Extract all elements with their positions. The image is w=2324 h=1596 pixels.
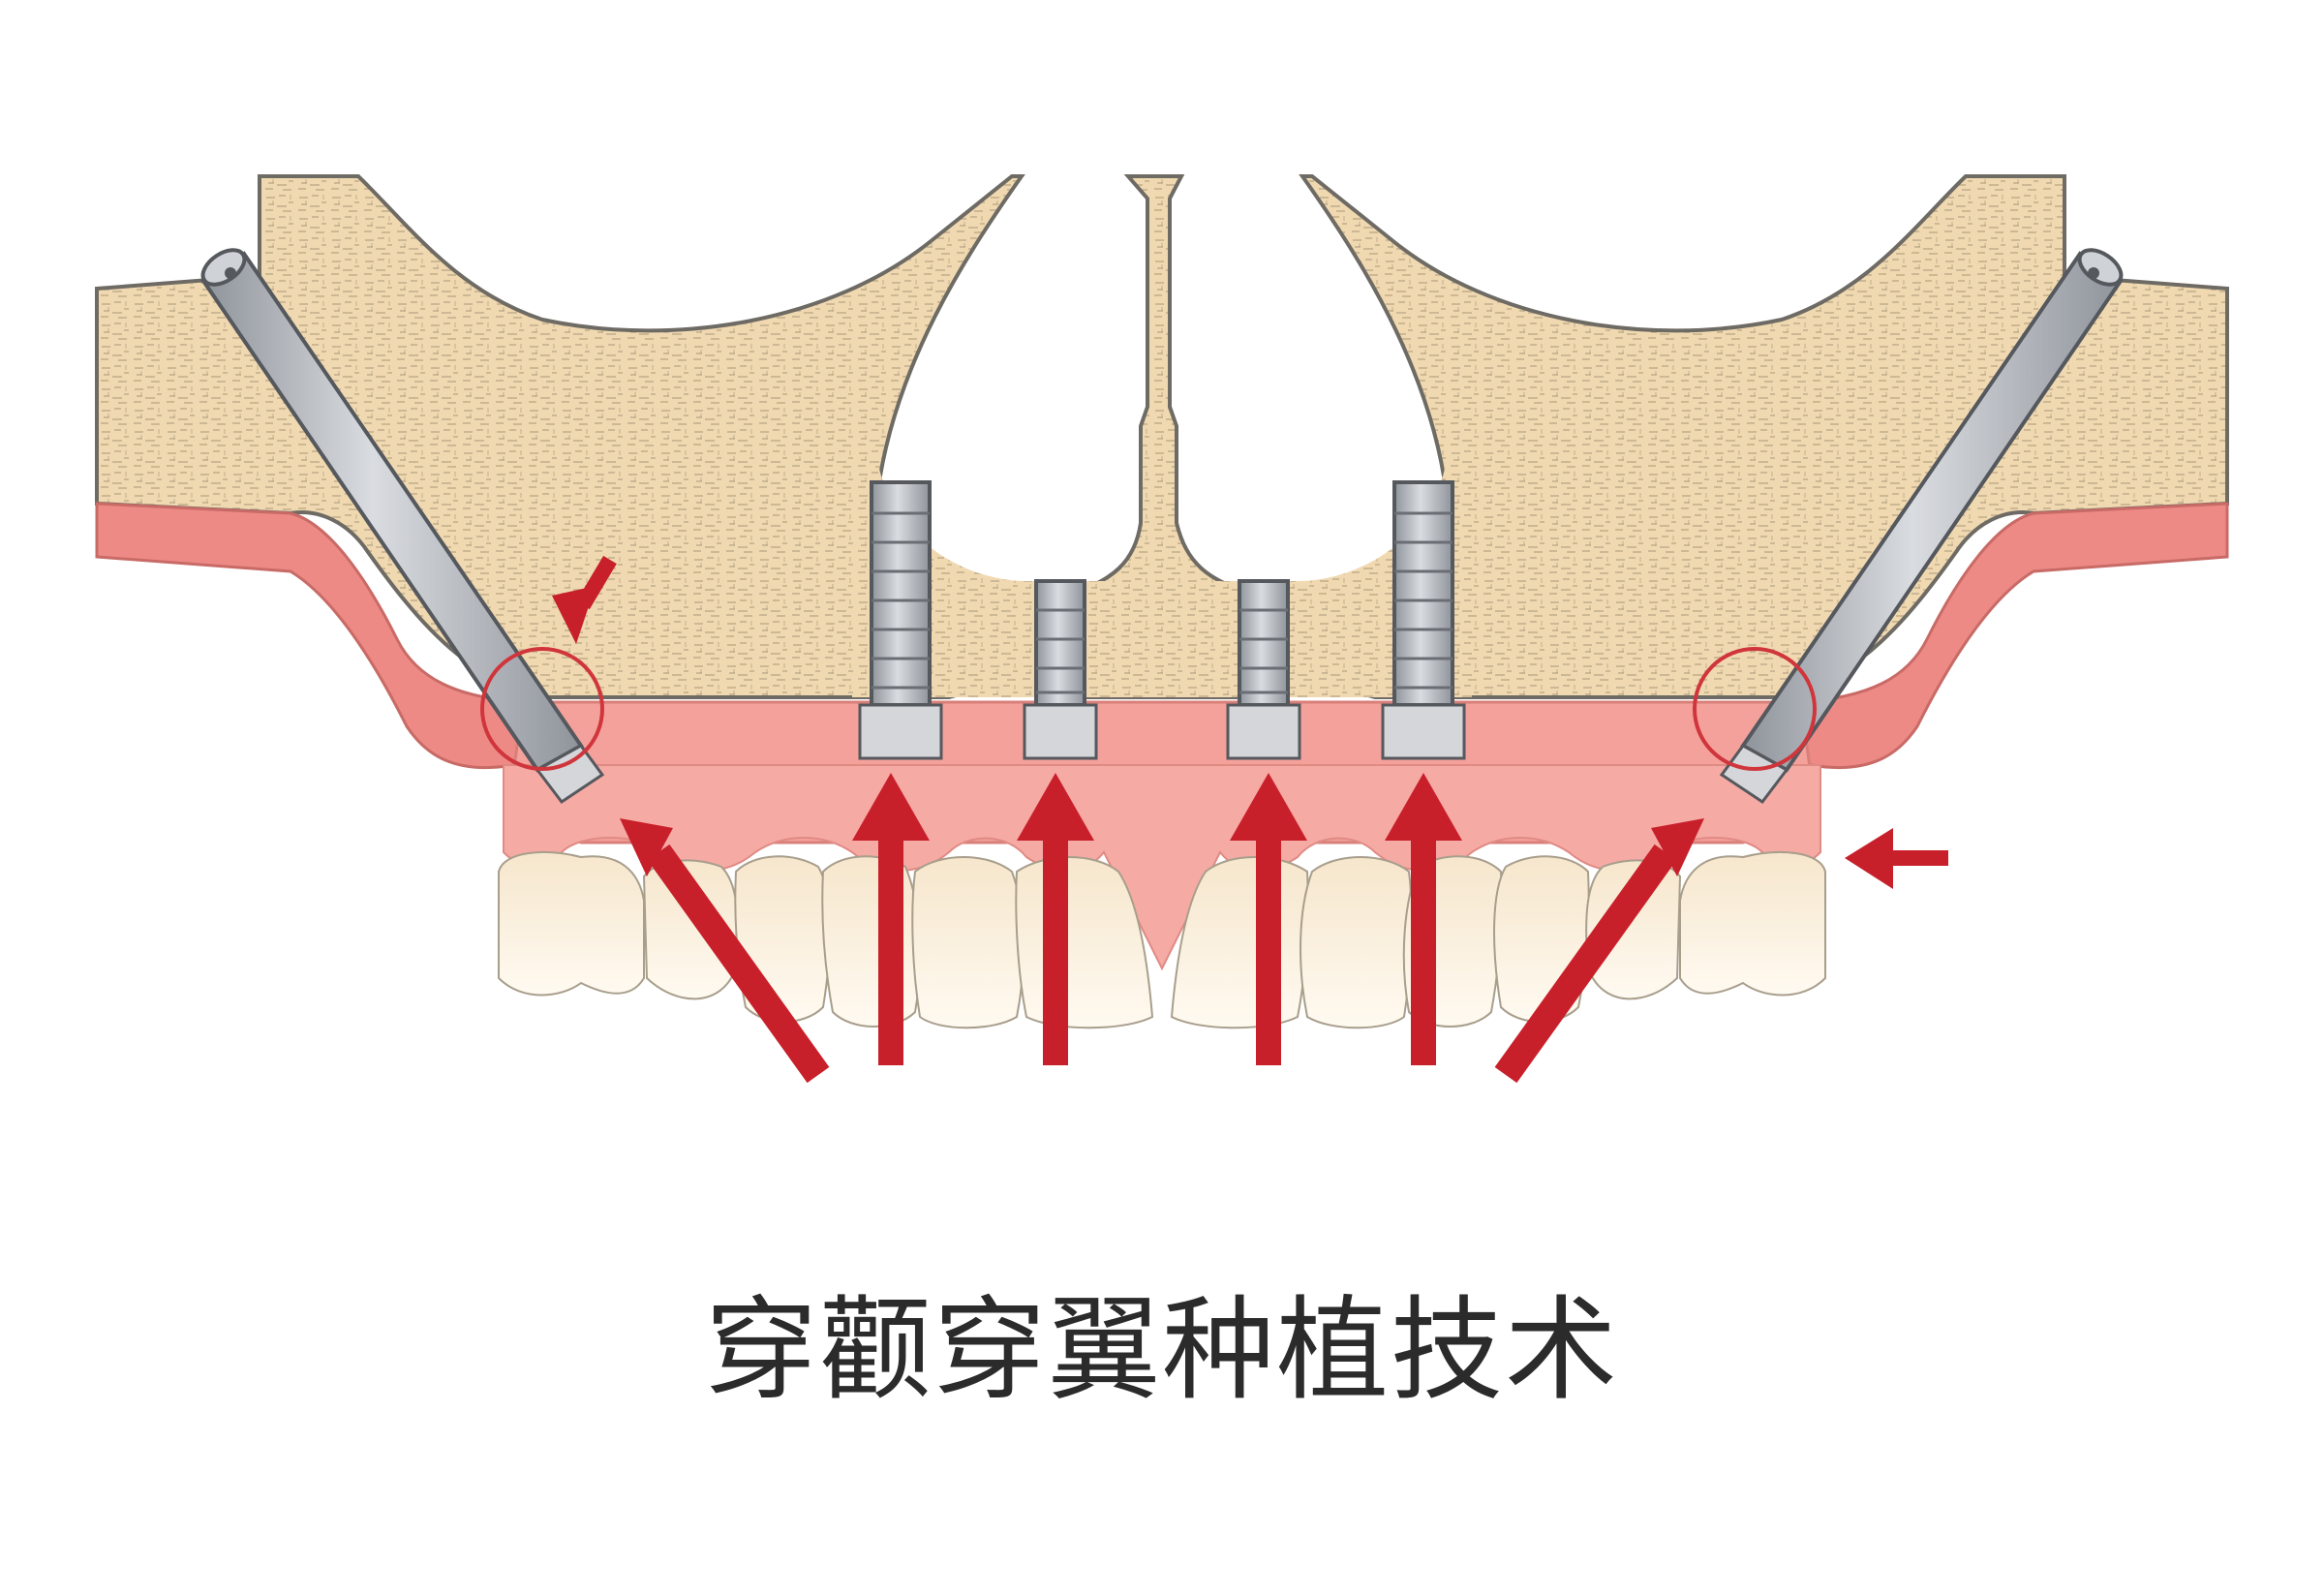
implant-2	[1023, 579, 1098, 760]
tooth	[1300, 856, 1413, 1029]
tooth	[498, 851, 645, 997]
left-zygomatic-bone	[95, 174, 1025, 699]
implants	[200, 248, 2124, 805]
right-highlight-circle	[1693, 647, 1817, 771]
implant-4	[1381, 480, 1466, 760]
maxilla-bone	[95, 174, 2229, 699]
implant-3	[1226, 579, 1301, 760]
right-zygomatic-bone	[1299, 174, 2229, 699]
right-zygomatic-implant	[1719, 248, 2124, 805]
angled-arrow-left	[620, 818, 830, 1084]
teeth-row	[498, 851, 1826, 1029]
vertical-arrow-4	[1385, 773, 1462, 1065]
vertical-arrow-1	[852, 773, 930, 1065]
alveolar-bone-band	[852, 581, 1472, 697]
implant-1	[858, 480, 943, 760]
vertical-arrow-3	[1230, 773, 1307, 1065]
vertical-arrow-2	[1017, 773, 1094, 1065]
tooth	[1679, 851, 1826, 997]
angled-arrow-right	[1494, 818, 1704, 1084]
tooth	[911, 856, 1024, 1029]
pointer-arrow-right	[1845, 828, 1948, 889]
force-arrows	[552, 555, 1948, 1084]
diagram-caption: 穿颧穿翼种植技术	[705, 1285, 1619, 1416]
tooth	[821, 855, 922, 1028]
left-zygomatic-implant	[200, 248, 605, 805]
pointer-arrow-top-left	[552, 555, 617, 644]
left-highlight-circle	[480, 647, 604, 771]
